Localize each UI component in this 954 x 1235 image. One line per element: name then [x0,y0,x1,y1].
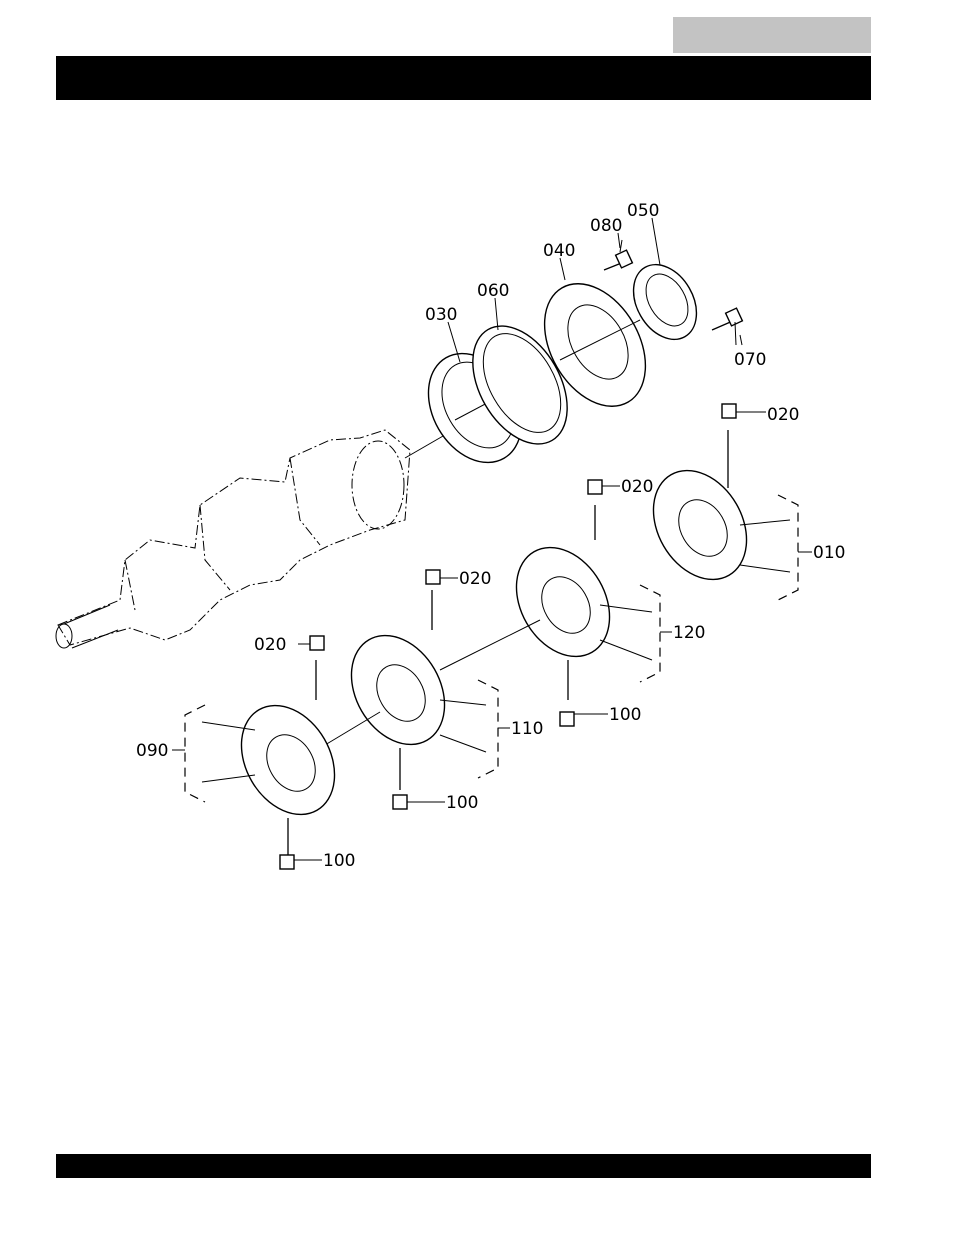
callout-120: 120 [673,623,705,643]
bearing-case-120 [440,505,660,700]
callout-020-c: 020 [459,569,491,589]
callout-020-d: 020 [254,635,286,655]
callout-030: 030 [425,305,457,325]
callout-070: 070 [734,350,766,370]
callout-020-a: 020 [767,405,799,425]
callout-100-a: 100 [609,705,641,725]
callout-050: 050 [627,201,659,221]
crankshaft [56,430,450,648]
bolt-070 [712,308,742,345]
bearing-case-010 [635,430,798,600]
bolt-080 [604,240,632,270]
bearing-case-090 [185,660,353,858]
callout-100-b: 100 [446,793,478,813]
callout-040: 040 [543,241,575,261]
callout-090: 090 [136,741,168,761]
callout-010: 010 [813,543,845,563]
callout-080: 080 [590,216,622,236]
callout-020-b: 020 [621,477,653,497]
callout-110: 110 [511,719,543,739]
callout-060: 060 [477,281,509,301]
callout-100-c: 100 [323,851,355,871]
